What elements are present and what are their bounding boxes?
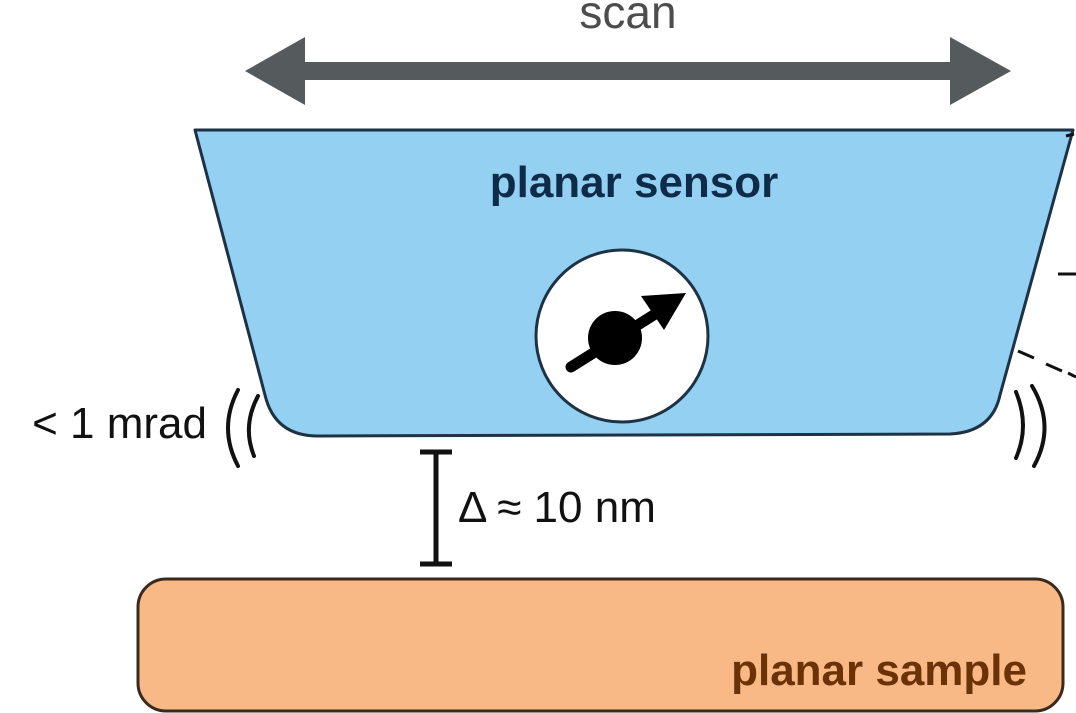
- spin-icon: [534, 248, 710, 424]
- gap-marker: [420, 449, 452, 567]
- tilt-arcs-right: [1014, 384, 1047, 468]
- gap-label: Δ ≈ 10 nm: [458, 483, 656, 532]
- scan-label: scan: [579, 0, 676, 38]
- sensor-label: planar sensor: [490, 158, 779, 207]
- scan-arrow: [245, 37, 1011, 105]
- tilt-arcs-left: [226, 388, 260, 468]
- tilt-label: < 1 mrad: [32, 399, 207, 448]
- sample-body: [136, 577, 1065, 713]
- sample-label: planar sample: [731, 646, 1027, 695]
- right-edge-marks: [1017, 132, 1076, 379]
